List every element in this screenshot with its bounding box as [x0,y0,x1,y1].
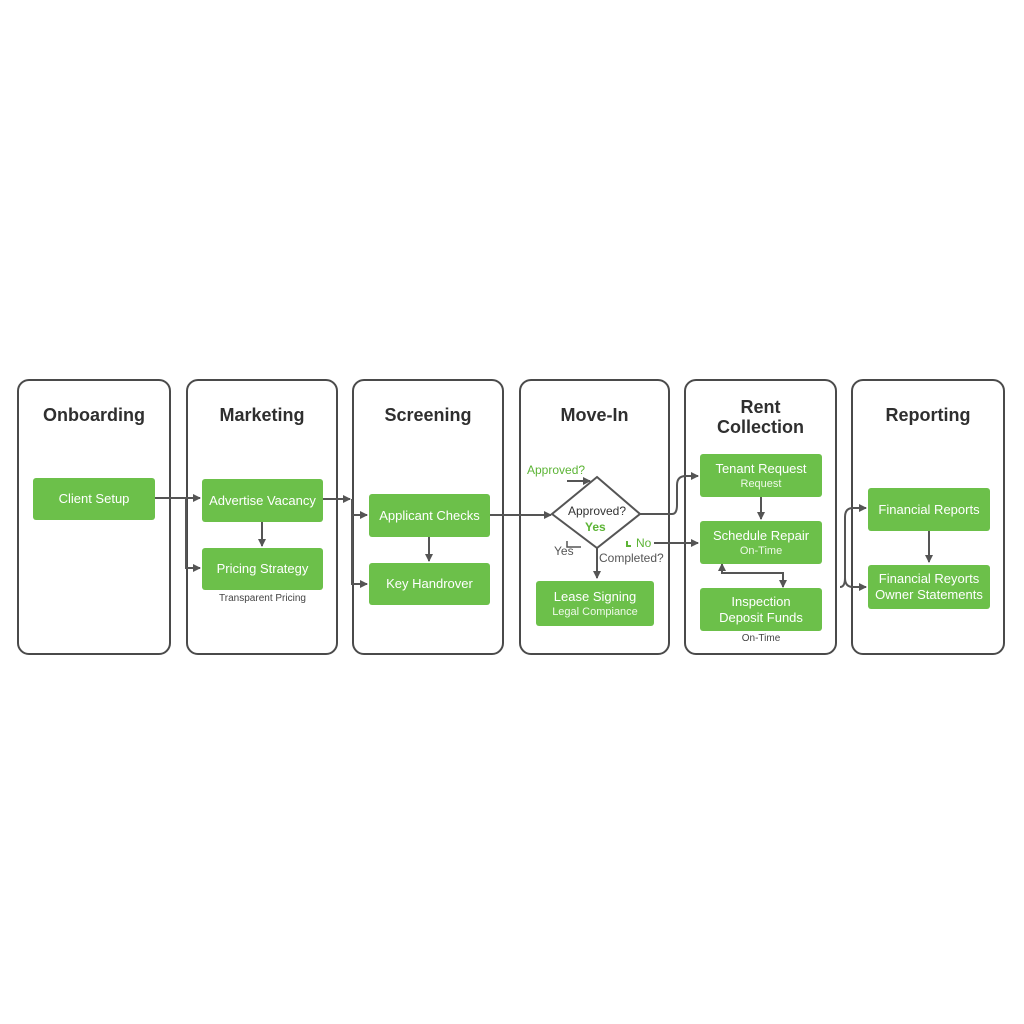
node-label: Advertise Vacancy [209,492,316,508]
node-financial-reports[interactable]: Financial Reports [868,488,990,531]
lane-title: Rent Collection [716,397,804,437]
node-tenant-request[interactable]: Tenant Request Request [700,454,822,497]
lane-title: Reporting [885,405,971,425]
node-lease-signing[interactable]: Lease Signing Legal Compiance [536,581,654,626]
lane-title: Screening [384,405,472,425]
node-label-2: Deposit Funds [719,609,803,625]
lane-title: Onboarding [43,405,145,425]
node-schedule-repair[interactable]: Schedule Repair On-Time [700,521,822,564]
pricing-note: Transparent Pricing [219,593,306,604]
node-label: Financial Reports [878,501,980,517]
edge-label-completed: Completed? [599,551,664,565]
node-sublabel: Legal Compiance [552,605,638,618]
lane-title: Move-In [560,405,629,425]
node-financial-reyorts[interactable]: Financial Reyorts Owner Statements [868,565,990,609]
node-client-setup[interactable]: Client Setup [33,478,155,520]
inspection-note: On-Time [741,633,781,644]
node-sublabel: Owner Statements [875,587,983,602]
edge-label-no: No [636,536,652,550]
node-applicant-checks[interactable]: Applicant Checks [369,494,490,537]
node-label: Schedule Repair [712,527,810,543]
node-label: Lease Signing [553,588,637,604]
node-pricing-strategy[interactable]: Pricing Strategy [202,548,323,590]
node-inspection[interactable]: Inspection Deposit Funds [700,588,822,631]
node-label: Tenant Request [715,460,807,476]
lane-title: Marketing [219,405,305,425]
edge-label-yes: Yes [554,544,574,558]
node-label: Financial Reyorts [878,571,980,586]
node-key-handover[interactable]: Key Handrover [369,563,490,605]
node-label: Inspection [731,593,791,609]
node-sublabel: Request [740,477,782,490]
node-label: Applicant Checks [379,507,480,523]
decision-label: Approved? [567,504,627,518]
decision-answer: Yes [585,520,606,534]
node-label: Pricing Strategy [216,561,309,576]
node-advertise-vacancy[interactable]: Advertise Vacancy [202,479,323,522]
node-label: Key Handrover [386,576,473,591]
edge-label-approved: Approved? [527,463,586,477]
node-label: Client Setup [58,491,130,506]
node-sublabel: On-Time [739,544,783,557]
